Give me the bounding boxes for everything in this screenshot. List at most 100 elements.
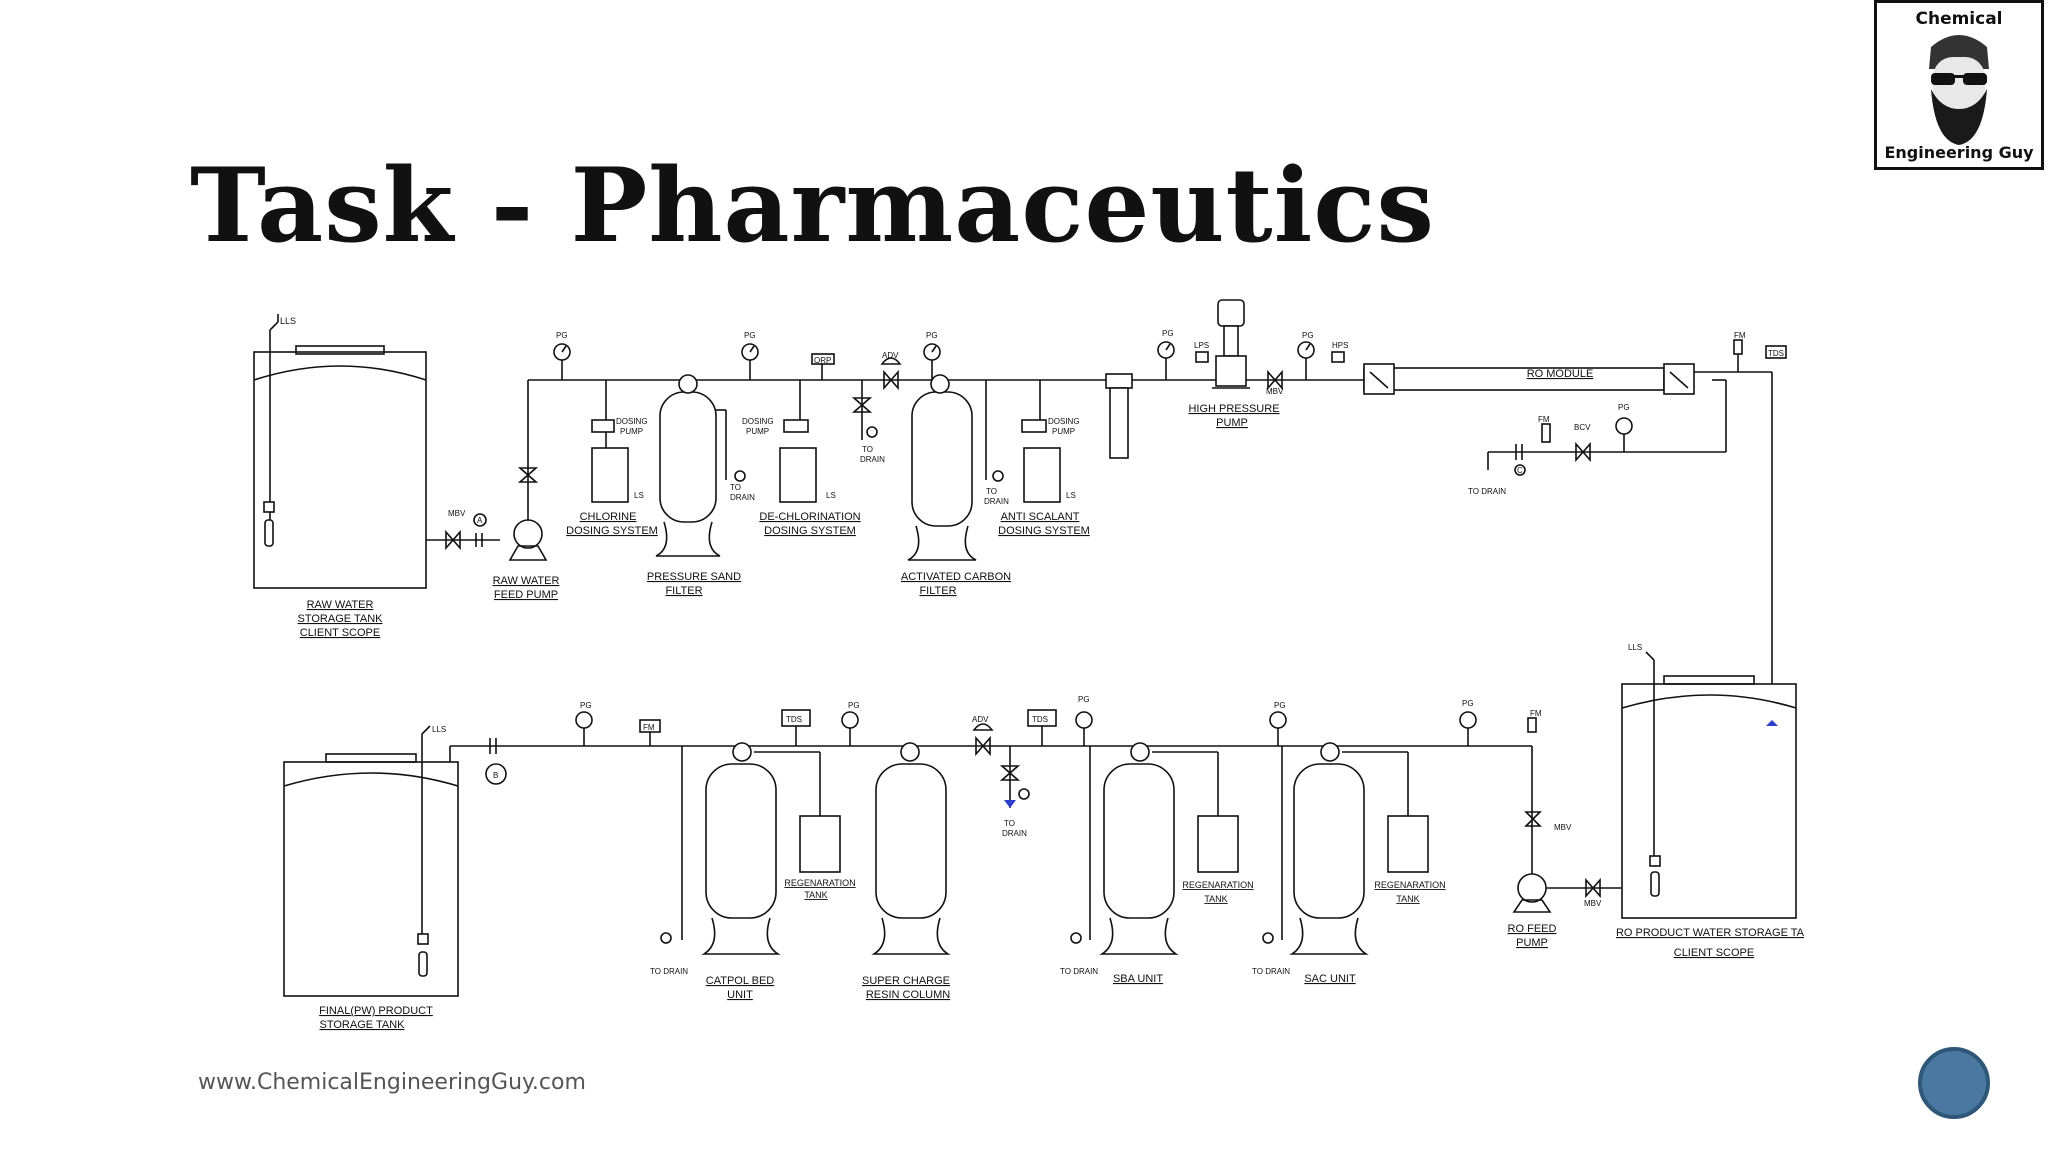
slide-title: Task - Pharmaceutics [190,146,1435,266]
pressure-gauge [741,343,759,380]
to-drain-tag: TO DRAIN [1252,967,1290,976]
pg-tag: PG [1162,329,1174,338]
antiscalant-label-2: DOSING SYSTEM [998,525,1090,537]
pg-tag: PG [848,701,860,710]
activated-carbon-filter [907,374,1004,561]
ls-tag: LS [634,491,644,500]
sba-unit [1070,742,1239,955]
acf-label-2: FILTER [919,585,956,597]
lls-tag: LLS [1628,643,1642,652]
high-pressure-pump [1212,299,1250,389]
pg-tag: PG [580,701,592,710]
fm-tag: FM [643,723,655,732]
regen-label-2a: REGENARATION [1182,880,1253,890]
ro-product-water-storage-tank [1621,651,1797,919]
logo-line-1: Chemical [1915,9,2003,29]
mbv-tag: MBV [1584,899,1602,908]
catpol-label-2: UNIT [727,989,753,1001]
ls-tag: LS [1066,491,1076,500]
orp-tag: ORP [814,356,831,365]
sba-label: SBA UNIT [1113,973,1163,985]
ls-tag: LS [826,491,836,500]
to-drain-tag: DRAIN [860,455,885,464]
super-charge-label-2: RESIN COLUMN [866,989,950,1001]
to-drain-tag: DRAIN [1002,829,1027,838]
to-drain-tag: DRAIN [730,493,755,502]
psf-label-1: PRESSURE SAND [647,571,741,583]
lls-tag: LLS [432,725,446,734]
mbv-tag: MBV [1266,387,1284,396]
chlorine-dosing-system [591,380,629,503]
catpol-label-1: CATPOL BED [706,975,775,987]
brand-logo: Chemical Engineering Guy [1874,0,2044,170]
raw-water-storage-tank [253,314,427,589]
pg-tag: PG [1302,331,1314,340]
tds-tag: TDS [786,715,802,724]
dosing-pump-tag: PUMP [620,427,643,436]
slide-nav-button[interactable] [1918,1047,1990,1119]
raw-tank-label-3: CLIENT SCOPE [300,627,381,639]
final-tank-label-2: STORAGE TANK [320,1019,406,1031]
pressure-gauge [923,343,941,380]
psf-label-2: FILTER [665,585,702,597]
mbv-tag: MBV [1554,823,1572,832]
to-drain-tag: TO DRAIN [1468,487,1506,496]
adv-tag: ADV [972,715,989,724]
catpol-bed-unit [660,742,841,955]
regen-label-3a: REGENARATION [1374,880,1445,890]
dechlor-label-2: DOSING SYSTEM [764,525,856,537]
raw-pump-label-1: RAW WATER [493,575,560,587]
pressure-sand-filter [655,374,746,557]
final-product-storage-tank [283,725,459,997]
pressure-gauge [553,343,571,380]
dosing-pump-tag: DOSING [616,417,648,426]
website-url[interactable]: www.ChemicalEngineeringGuy.com [198,1070,586,1095]
regen-label-1b: TANK [804,890,827,900]
logo-line-2: Engineering Guy [1884,143,2034,162]
connector-c-tag: C [1517,466,1523,475]
ro-tank-label-2: CLIENT SCOPE [1674,947,1755,959]
pressure-gauge [1459,711,1477,746]
connector-a-tag: A [477,516,483,525]
ro-module [1363,363,1695,395]
equipment-labels: RAW WATER STORAGE TANK CLIENT SCOPE RAW … [298,368,1805,1031]
mbv-tag: MBV [448,509,466,518]
fm-tag: FM [1734,331,1746,340]
hps-tag: HPS [1332,341,1348,350]
regeneration-labels: REGENARATION TANK REGENARATION TANK REGE… [784,878,1445,904]
ro-module-label: RO MODULE [1527,368,1594,380]
sac-unit [1262,742,1429,955]
pg-tag: PG [1618,403,1630,412]
bearded-face-icon [1929,35,1989,145]
hp-pump-label-1: HIGH PRESSURE [1188,403,1279,415]
ro-feed-pump-label-1: RO FEED [1508,923,1557,935]
pg-tag: PG [556,331,568,340]
to-drain-tag: TO [862,445,873,454]
ro-feed-pump [1512,873,1552,913]
regen-label-1a: REGENARATION [784,878,855,888]
pressure-gauge [575,711,593,746]
pg-tag: PG [1078,695,1090,704]
raw-tank-lls-tag: LLS [280,316,296,326]
pg-tag: PG [1274,701,1286,710]
pressure-gauge [1269,711,1287,746]
ro-feed-pump-label-2: PUMP [1516,937,1548,949]
raw-pump-label-2: FEED PUMP [494,589,558,601]
dechlorination-dosing-system [779,380,817,503]
tds-tag: TDS [1768,349,1784,358]
regen-label-3b: TANK [1396,894,1419,904]
to-drain-tag: TO DRAIN [650,967,688,976]
raw-water-feed-pump [508,519,548,561]
ro-tank-label-1: RO PRODUCT WATER STORAGE TA [1616,927,1805,939]
to-drain-tag: DRAIN [984,497,1009,506]
dechlor-label-1: DE-CHLORINATION [759,511,860,523]
pg-tag: PG [926,331,938,340]
pressure-gauge [1297,341,1315,380]
connector-b-tag: B [493,771,498,780]
fm-tag: FM [1538,415,1550,424]
super-charge-label-1: SUPER CHARGE [862,975,950,987]
acf-label-1: ACTIVATED CARBON [901,571,1011,583]
pg-tag: PG [744,331,756,340]
pressure-gauge [841,711,859,746]
